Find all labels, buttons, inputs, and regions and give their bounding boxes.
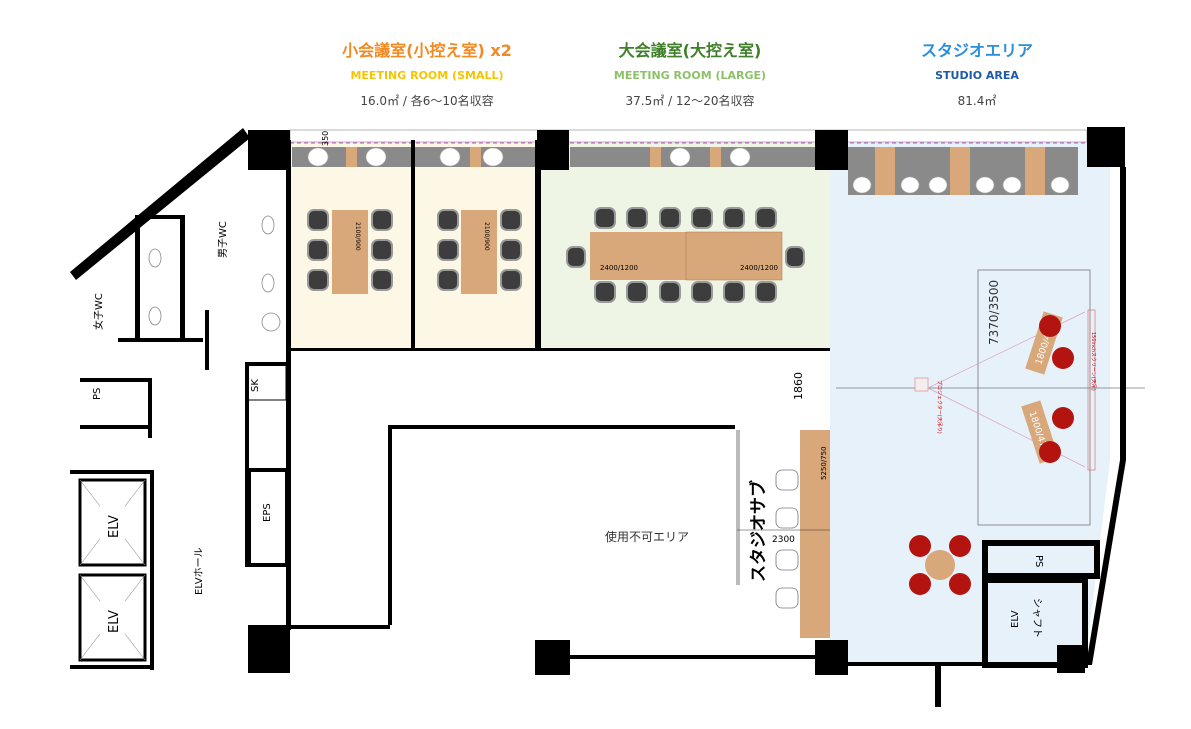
walls (70, 127, 1126, 707)
ps-room-right (982, 540, 1100, 579)
toilets (148, 215, 281, 332)
large-table-2-label: 2400/1200 (740, 264, 778, 272)
small-table-1-label: 2100/900 (354, 222, 361, 251)
small-room-1-table (332, 210, 368, 294)
elv-shaft-elv-label: ELV (1010, 610, 1021, 628)
round-table (925, 550, 955, 580)
elv-1-label: ELV (107, 515, 122, 538)
studio-sub-counter (800, 430, 830, 638)
screen-label: 150inchスクリーン(天吊) (1090, 332, 1096, 391)
elv-2-label: ELV (107, 610, 122, 633)
sk-room (247, 364, 287, 401)
large-room-table-1 (590, 232, 686, 280)
elv-shaft-label: シャフト (1031, 598, 1042, 638)
large-room-area: 37.5㎡ / 12〜20名収容 (625, 94, 755, 108)
stage-area-dimension: 7370/3500 (987, 280, 1001, 345)
eps-room (247, 468, 289, 567)
ps-left-label: PS (92, 388, 103, 400)
large-table-1-label: 2400/1200 (600, 264, 638, 272)
meeting-chairs (307, 207, 805, 303)
small-table-2-label: 2100/900 (483, 222, 490, 251)
corridor-dimension: 1860 (792, 372, 805, 400)
studio-area-size: 81.4㎡ (957, 94, 997, 108)
sub-chairs (775, 469, 799, 609)
studio-sub-label: スタジオサブ (748, 480, 769, 582)
small-room-area: 16.0㎡ / 各6〜10名収容 (360, 94, 494, 108)
ps-right-label: PS (1033, 555, 1044, 567)
header-large-meeting-room: 大会議室(大控え室) MEETING ROOM (LARGE) 37.5㎡ / … (540, 37, 840, 109)
studio-subtitle: STUDIO AREA (935, 69, 1019, 82)
sub-width-dimension: 2300 (772, 535, 795, 545)
studio-title: スタジオエリア (920, 41, 1033, 60)
red-chairs (909, 315, 1074, 595)
studio-area[interactable] (830, 140, 1110, 665)
small-room-2-table (461, 210, 497, 294)
large-room-title: 大会議室(大控え室) (618, 41, 762, 60)
bench-tables (346, 147, 1045, 195)
sub-partition (736, 430, 740, 585)
projector-icon (914, 377, 929, 392)
screen (1087, 309, 1096, 471)
window-depth-dimension: 350 (321, 131, 330, 146)
unusable-area-label: 使用不可エリア (605, 529, 689, 544)
womens-wc-label: 女子WC (92, 293, 105, 330)
elevator-1: ELV (78, 478, 147, 567)
window-strip (289, 129, 1088, 143)
elevator-2: ELV (78, 573, 147, 662)
sub-counter-dimension: 5250/750 (820, 446, 828, 480)
projector-label: プロジェクター(天吊り) (936, 380, 943, 434)
header-studio-area: スタジオエリア STUDIO AREA 81.4㎡ (827, 37, 1127, 109)
sk-label: SK (250, 379, 261, 392)
eps-label: EPS (262, 503, 273, 522)
stage-area (977, 269, 1091, 526)
elv-hall-label: ELVホール (193, 547, 205, 595)
header-small-meeting-room: 小会議室(小控え室) x2 MEETING ROOM (SMALL) 16.0㎡… (277, 37, 577, 109)
large-room-table-2 (685, 231, 783, 281)
people-figures (307, 147, 1070, 194)
small-room-title: 小会議室(小控え室) x2 (342, 41, 512, 60)
large-room-subtitle: MEETING ROOM (LARGE) (613, 69, 767, 82)
small-room-subtitle: MEETING ROOM (SMALL) (350, 69, 504, 82)
mens-wc-label: 男子WC (217, 221, 229, 258)
